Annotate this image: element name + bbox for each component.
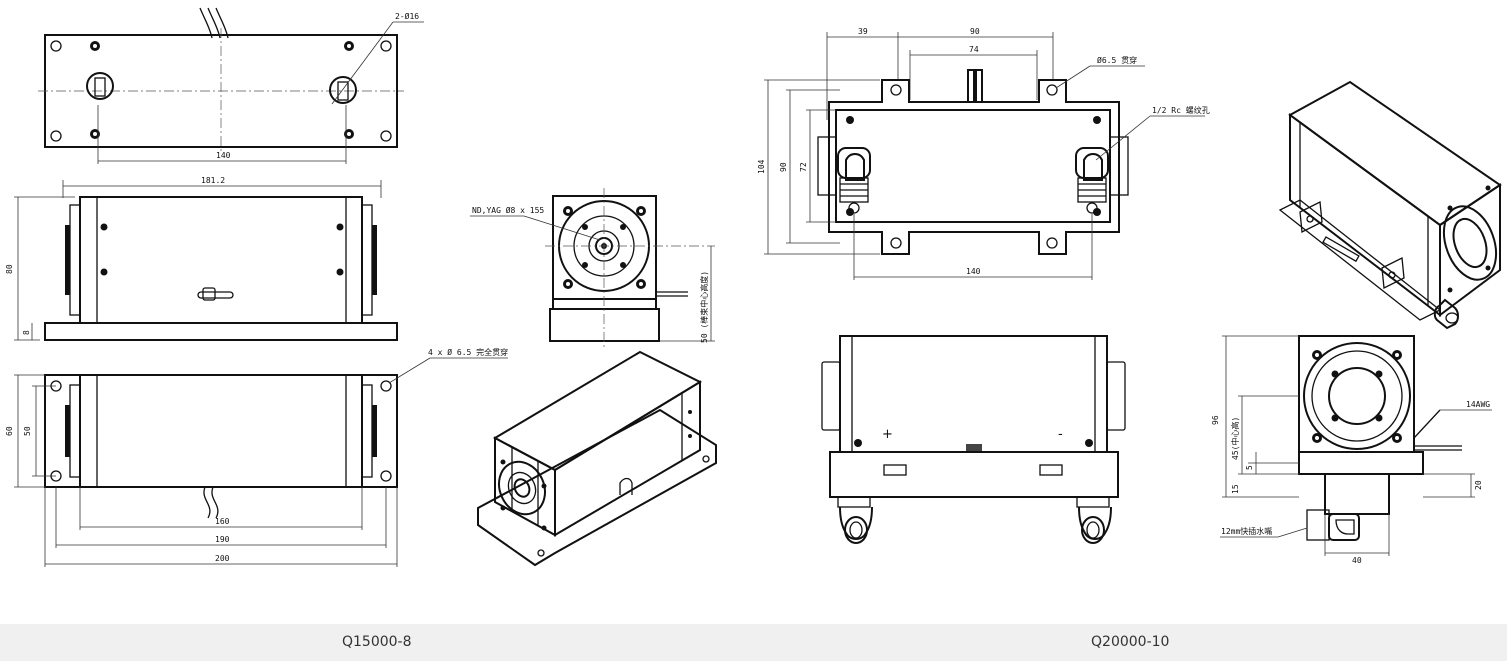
dim-5: 5 bbox=[1245, 465, 1254, 470]
dim-39: 39 bbox=[858, 27, 868, 36]
fitting-right bbox=[1075, 147, 1109, 214]
label-2-holes: 2-Ø16 bbox=[395, 11, 419, 21]
label-thread: 1/2 Rc 螺纹孔 bbox=[1152, 105, 1210, 115]
dim-140-right: 140 bbox=[966, 267, 981, 276]
q15000-top-view bbox=[38, 7, 424, 164]
caption-q15000: Q15000-8 bbox=[341, 634, 412, 650]
bottom-plate bbox=[44, 374, 398, 488]
dim-181: 181.2 bbox=[201, 176, 225, 185]
q15000-bottom-view bbox=[14, 357, 508, 567]
label-minus: - bbox=[1058, 427, 1063, 442]
q15000-isometric bbox=[477, 350, 717, 567]
dim-96: 96 bbox=[1211, 415, 1220, 425]
label-plus: + bbox=[882, 427, 893, 442]
dim-160: 160 bbox=[215, 517, 230, 526]
q20000-end-view bbox=[1220, 335, 1492, 556]
dim-50: 50 bbox=[23, 426, 32, 436]
dim-190: 190 bbox=[215, 535, 230, 544]
label-rod: ND,YAG Ø8 x 155 bbox=[472, 205, 544, 215]
q20000-front-view bbox=[821, 335, 1126, 544]
dim-8: 8 bbox=[22, 330, 31, 335]
label-fitting: 12mm快插水嘴 bbox=[1221, 526, 1272, 536]
label-hole: Ø6.5 贯穿 bbox=[1097, 55, 1137, 65]
label-wire: 14AWG bbox=[1466, 400, 1490, 409]
side-body bbox=[79, 196, 363, 324]
caption-bar: Q15000-8 Q20000-10 bbox=[0, 624, 1507, 661]
dim-74: 74 bbox=[969, 45, 979, 54]
right-top-plate bbox=[828, 79, 1120, 255]
caption-q20000: Q20000-10 bbox=[1091, 634, 1170, 650]
label-center-45: 45(中心高) bbox=[1230, 417, 1240, 460]
dim-15: 15 bbox=[1231, 484, 1240, 494]
dim-104: 104 bbox=[757, 159, 766, 174]
label-center-height: 50 (棒束中心高度) bbox=[699, 271, 709, 343]
dim-40: 40 bbox=[1352, 556, 1362, 565]
top-cables bbox=[199, 7, 229, 39]
dim-20: 20 bbox=[1474, 480, 1483, 490]
q20000-top-view bbox=[764, 32, 1205, 280]
dim-90-top: 90 bbox=[970, 27, 980, 36]
q15000-side-view bbox=[14, 180, 398, 341]
q15000-end-view bbox=[470, 188, 715, 350]
technical-drawings: 2-Ø16 140 181.2 80 8 bbox=[5, 7, 1502, 567]
dim-80: 80 bbox=[5, 264, 14, 274]
dim-200: 200 bbox=[215, 554, 230, 563]
label-4-holes: 4 x Ø 6.5 完全贯穿 bbox=[428, 347, 508, 357]
dim-90-side: 90 bbox=[779, 162, 788, 172]
dim-60: 60 bbox=[5, 426, 14, 436]
drawing-area: 2-Ø16 140 181.2 80 8 bbox=[5, 7, 1502, 567]
dim-140-top: 140 bbox=[216, 151, 231, 160]
dim-72: 72 bbox=[799, 162, 808, 172]
q20000-isometric bbox=[1278, 80, 1502, 330]
fitting-left bbox=[837, 147, 871, 214]
bottom-cables bbox=[203, 486, 219, 519]
